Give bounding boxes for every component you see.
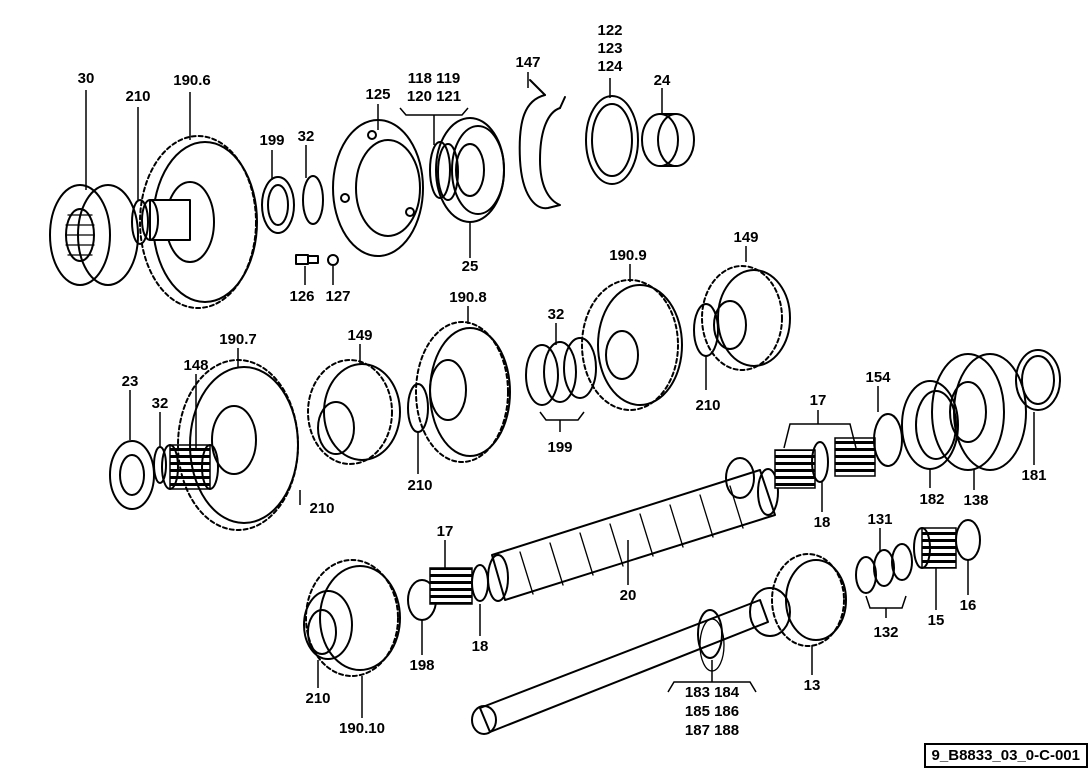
ring-181: [1015, 349, 1061, 411]
thrust-washers-131-132: [855, 543, 913, 594]
synchronizer-149-left: [307, 359, 401, 465]
part-label-154: 154: [865, 369, 891, 386]
part-label-24: 24: [653, 72, 671, 89]
part-label-187-188: 187 188: [684, 722, 740, 739]
synchro-rings-199: [525, 337, 597, 406]
part-label-120-121: 120 121: [406, 88, 462, 105]
part-label-149: 149: [347, 327, 373, 344]
part-label-148: 148: [183, 357, 209, 374]
part-label-190-9: 190.9: [609, 247, 647, 264]
bearing-25: [435, 117, 505, 223]
part-label-190-10: 190.10: [339, 720, 385, 737]
part-label-190-7: 190.7: [219, 331, 257, 348]
needle-bearing-17-right: [774, 437, 876, 489]
gear-190-9: [581, 279, 683, 411]
part-label-20: 20: [619, 587, 637, 604]
part-label-210: 210: [407, 477, 433, 494]
part-label-124: 124: [597, 58, 623, 75]
part-label-181: 181: [1021, 467, 1047, 484]
mainshaft-20: [487, 457, 779, 602]
part-label-18: 18: [471, 638, 489, 655]
part-label-18: 18: [813, 514, 831, 531]
synchronizer-149-right: [701, 265, 791, 371]
needle-bearing-17-left: [429, 564, 489, 605]
gear-190-10: [303, 559, 401, 677]
snap-ring-210-top: [131, 199, 149, 245]
part-label-32: 32: [297, 128, 315, 145]
input-shaft-13: [471, 553, 847, 735]
part-label-149: 149: [733, 229, 759, 246]
bolt-126-washer-127: [295, 254, 339, 266]
part-label-25: 25: [461, 258, 479, 275]
part-label-17: 17: [809, 392, 827, 409]
gear-190-8: [415, 321, 511, 463]
part-label-210: 210: [309, 500, 335, 517]
thrust-washer-23: [109, 440, 155, 510]
retaining-clip-147: [518, 79, 566, 210]
part-label-13: 13: [803, 677, 821, 694]
gear-190-6: [139, 135, 258, 309]
needle-bearing-148: [161, 444, 219, 490]
part-label-190-6: 190.6: [173, 72, 211, 89]
bushing-24: [641, 113, 695, 167]
part-label-138: 138: [963, 492, 989, 509]
part-label-17: 17: [436, 523, 454, 540]
bearing-cover-125: [332, 119, 424, 257]
part-label-210: 210: [125, 88, 151, 105]
leader-lines: [85, 72, 1035, 718]
part-label-182: 182: [919, 491, 945, 508]
part-label-32: 32: [151, 395, 169, 412]
part-label-127: 127: [325, 288, 351, 305]
part-label-199: 199: [547, 439, 573, 456]
needle-bearing-15: [913, 527, 957, 569]
part-label-32: 32: [547, 306, 565, 323]
part-label-122: 122: [597, 22, 623, 39]
part-label-126: 126: [289, 288, 315, 305]
part-label-132: 132: [873, 624, 899, 641]
part-label-198: 198: [409, 657, 435, 674]
part-label-15: 15: [927, 612, 945, 629]
part-label-185-186: 185 186: [684, 703, 740, 720]
part-label-210: 210: [305, 690, 331, 707]
synchro-ring-199-top: [261, 176, 295, 234]
part-label-147: 147: [515, 54, 541, 71]
synchronizer-hub-30: [49, 184, 139, 286]
part-label-125: 125: [365, 86, 391, 103]
part-label-23: 23: [121, 373, 139, 390]
drawing-reference-number: 9_B8833_03_0-C-001: [923, 743, 1088, 768]
part-label-190-8: 190.8: [449, 289, 487, 306]
part-label-30: 30: [77, 70, 95, 87]
seal-182: [901, 380, 959, 470]
circlip-154: [873, 413, 903, 467]
part-label-16: 16: [959, 597, 977, 614]
part-label-131: 131: [867, 511, 893, 528]
shims-122-124: [585, 95, 639, 185]
part-label-183-184: 183 184: [684, 684, 740, 701]
bearing-138: [931, 353, 1027, 471]
part-label-123: 123: [597, 40, 623, 57]
circlip-32-top: [302, 175, 324, 225]
part-label-199: 199: [259, 132, 285, 149]
circlip-16: [955, 519, 981, 561]
shims-118-121: [429, 141, 459, 201]
part-label-210: 210: [695, 397, 721, 414]
part-label-118-119: 118 119: [407, 70, 461, 87]
